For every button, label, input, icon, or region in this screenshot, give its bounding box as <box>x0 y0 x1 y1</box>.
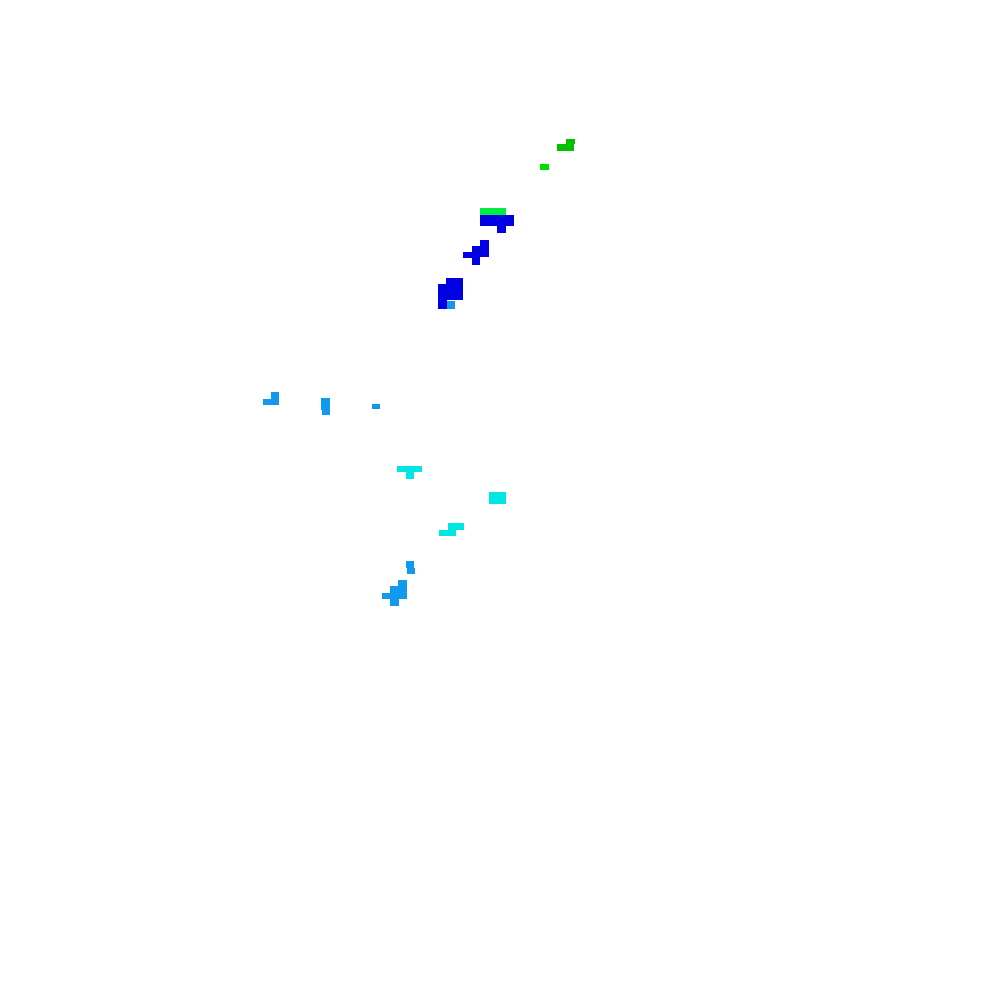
scatter-canvas <box>263 139 575 606</box>
